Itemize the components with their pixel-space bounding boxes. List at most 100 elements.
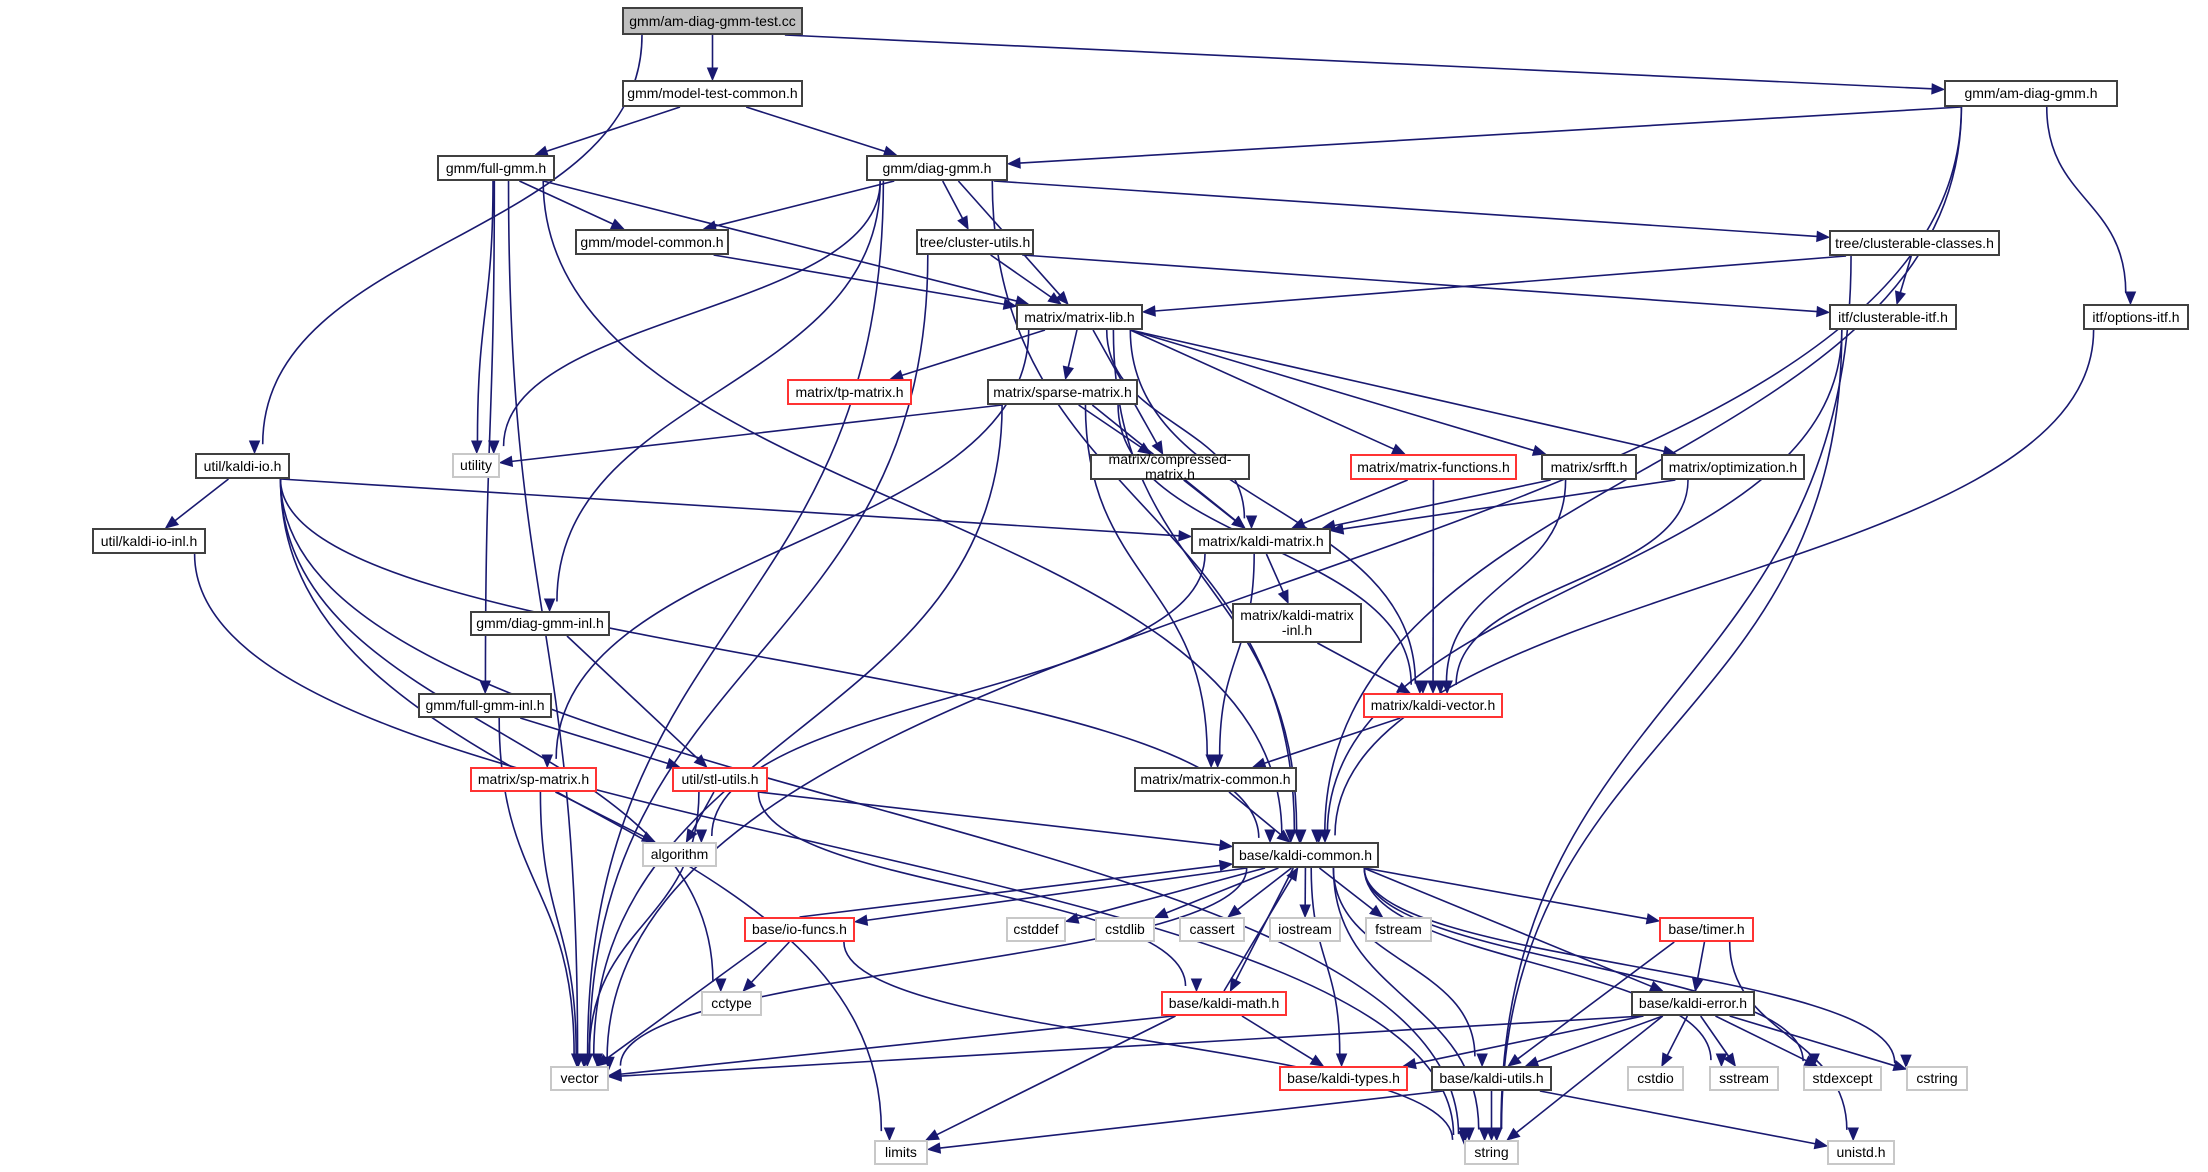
edge-dgi-to-stl: [566, 635, 699, 760]
node-label: gmm/diag-gmm-inl.h: [476, 615, 604, 631]
arrowhead-icon: [1390, 443, 1406, 455]
node-label: cstring: [1916, 1070, 1958, 1086]
node-ml[interactable]: matrix/matrix-lib.h: [1016, 304, 1143, 330]
arrowhead-icon: [1661, 1052, 1673, 1068]
node-kmath[interactable]: base/kaldi-math.h: [1161, 991, 1287, 1016]
node-kv[interactable]: matrix/kaldi-vector.h: [1363, 693, 1503, 718]
node-fgi[interactable]: gmm/full-gmm-inl.h: [418, 693, 552, 718]
node-km[interactable]: matrix/kaldi-matrix.h: [1191, 528, 1331, 554]
edge-mc-to-ml: [713, 254, 1005, 306]
node-label: util/kaldi-io.h: [203, 457, 282, 474]
arrowhead-icon: [1299, 904, 1311, 919]
node-iof[interactable]: base/io-funcs.h: [744, 917, 855, 942]
arrowhead-icon: [1803, 1055, 1819, 1067]
arrowhead-icon: [1178, 530, 1193, 542]
edge-ml-to-kv: [1129, 329, 1417, 684]
arrowhead-icon: [609, 218, 625, 230]
edge-mf-to-km: [1303, 479, 1408, 525]
node-kmi[interactable]: matrix/kaldi-matrix -inl.h: [1232, 603, 1362, 643]
node-label: util/stl-utils.h: [681, 771, 759, 787]
node-cm[interactable]: matrix/compressed-matrix.h: [1090, 452, 1250, 482]
edge-cc-to-ci: [1899, 255, 1913, 293]
node-adg[interactable]: gmm/am-diag-gmm.h: [1944, 80, 2118, 107]
node-mc[interactable]: gmm/model-common.h: [575, 229, 729, 255]
arrowhead-icon: [1231, 515, 1246, 529]
node-label: base/io-funcs.h: [752, 921, 847, 937]
arrowhead-icon: [883, 1127, 896, 1142]
node-dgi[interactable]: gmm/diag-gmm-inl.h: [470, 611, 610, 636]
arrowhead-icon: [595, 1053, 611, 1067]
node-timer[interactable]: base/timer.h: [1659, 917, 1754, 942]
node-label: cstdio: [1637, 1070, 1674, 1086]
edge-kv-to-mcom: [1264, 717, 1401, 764]
node-kc[interactable]: base/kaldi-common.h: [1232, 842, 1379, 868]
arrowhead-icon: [1427, 680, 1439, 695]
edge-dg-to-cu: [941, 180, 964, 219]
node-root[interactable]: gmm/am-diag-gmm-test.cc: [622, 7, 803, 35]
arrowhead-icon: [1141, 305, 1156, 317]
edge-kio-to-kioi: [174, 478, 229, 522]
arrowhead-icon: [715, 978, 727, 993]
edge-iof-to-string: [843, 941, 1454, 1140]
node-label: matrix/matrix-common.h: [1140, 771, 1291, 787]
arrowhead-icon: [1715, 1053, 1728, 1068]
node-mf[interactable]: matrix/matrix-functions.h: [1350, 454, 1517, 480]
edge-srfft-to-km: [1334, 479, 1551, 527]
node-cctype: cctype: [701, 991, 762, 1016]
node-cc[interactable]: tree/clusterable-classes.h: [1829, 230, 2000, 256]
node-mcom[interactable]: matrix/matrix-common.h: [1134, 767, 1297, 792]
node-label: cassert: [1189, 921, 1235, 937]
edge-kc-to-kerr: [1363, 867, 1652, 988]
node-label: matrix/tp-matrix.h: [795, 383, 904, 400]
edge-kc-to-timer: [1364, 867, 1648, 920]
node-label: gmm/full-gmm-inl.h: [425, 697, 545, 713]
node-label: string: [1474, 1144, 1509, 1160]
node-stl[interactable]: util/stl-utils.h: [672, 767, 768, 792]
node-ci[interactable]: itf/clusterable-itf.h: [1829, 304, 1957, 330]
edge-kutils-to-limits: [939, 1090, 1444, 1149]
node-fstream: fstream: [1365, 917, 1432, 942]
node-opt[interactable]: matrix/optimization.h: [1661, 454, 1805, 480]
edge-cc-to-string: [1500, 255, 1852, 1129]
node-label: base/timer.h: [1668, 921, 1745, 937]
node-kioi[interactable]: util/kaldi-io-inl.h: [92, 528, 206, 554]
node-label: matrix/kaldi-vector.h: [1370, 697, 1496, 713]
node-oi[interactable]: itf/options-itf.h: [2083, 304, 2189, 330]
node-string: string: [1464, 1140, 1519, 1165]
arrowhead-icon: [924, 1129, 940, 1141]
arrowhead-icon: [1931, 83, 1946, 95]
arrowhead-icon: [1229, 977, 1242, 993]
node-sm[interactable]: matrix/sparse-matrix.h: [987, 379, 1138, 405]
edge-fg-to-fgi: [484, 180, 496, 682]
edge-kmath-to-vector: [620, 1015, 1174, 1075]
arrowhead-icon: [1476, 1053, 1488, 1068]
node-label: gmm/diag-gmm.h: [882, 159, 992, 176]
arrowhead-icon: [706, 67, 719, 82]
node-tp[interactable]: matrix/tp-matrix.h: [787, 379, 912, 405]
edge-kerr-to-vector: [620, 1015, 1644, 1077]
arrowhead-icon: [1847, 1127, 1859, 1142]
edge-mcom-to-kc: [1228, 791, 1281, 835]
edge-ml-to-opt: [1130, 329, 1665, 453]
node-fg[interactable]: gmm/full-gmm.h: [437, 155, 555, 181]
node-mtc[interactable]: gmm/model-test-common.h: [622, 80, 803, 107]
arrowhead-icon: [1190, 978, 1203, 993]
edge-stl-to-kc: [758, 791, 1221, 846]
node-label: matrix/matrix-functions.h: [1357, 458, 1510, 475]
node-sp[interactable]: matrix/sp-matrix.h: [470, 767, 597, 792]
node-ktypes[interactable]: base/kaldi-types.h: [1279, 1066, 1408, 1091]
node-label: matrix/optimization.h: [1668, 458, 1798, 475]
edge-kc-to-ktypes: [1310, 867, 1341, 1055]
edge-ml-to-kc: [1112, 329, 1298, 831]
node-srfft[interactable]: matrix/srfft.h: [1541, 454, 1637, 480]
node-kio[interactable]: util/kaldi-io.h: [195, 453, 290, 479]
node-cu[interactable]: tree/cluster-utils.h: [916, 229, 1034, 255]
node-label: matrix/kaldi-matrix -inl.h: [1240, 607, 1354, 638]
edge-timer-to-unistd: [1728, 941, 1848, 1130]
node-label: fstream: [1375, 921, 1422, 937]
node-dg[interactable]: gmm/diag-gmm.h: [866, 155, 1008, 181]
node-kutils[interactable]: base/kaldi-utils.h: [1431, 1066, 1552, 1091]
arrowhead-icon: [1319, 829, 1331, 844]
node-kerr[interactable]: base/kaldi-error.h: [1631, 991, 1755, 1016]
edge-cc-to-ml: [1154, 255, 1847, 312]
